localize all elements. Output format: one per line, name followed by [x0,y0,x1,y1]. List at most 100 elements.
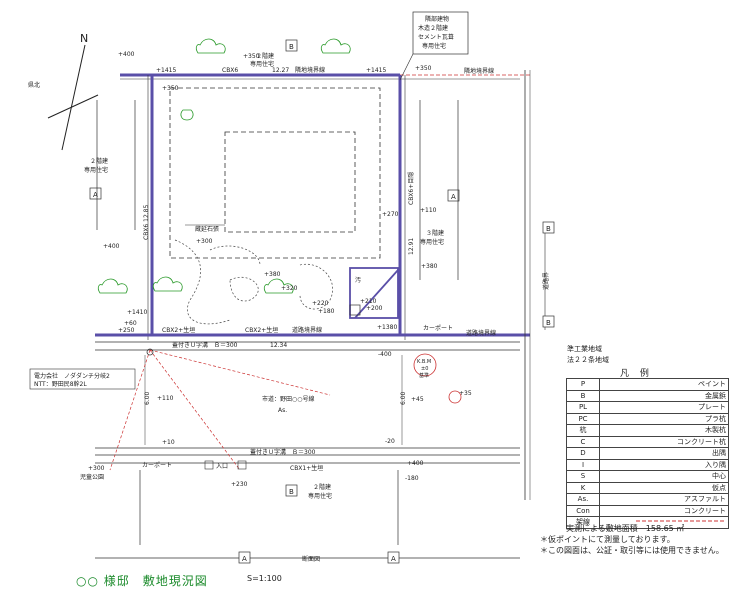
legend-symbol: S [566,470,600,483]
stairs-label: 蔵延石張 [195,225,219,233]
elev-12: +180 [318,308,335,315]
house-left-line2: 専用住宅 [84,166,108,174]
elev-2: +350 [243,53,260,60]
boundary-road-label: 道路境界線 [292,326,322,334]
legend-symbol: K [566,481,600,494]
right-section: B B 道路界 道路境界線 [466,70,555,500]
elev-13: +210 [360,298,377,305]
section-a-bottom: A [242,555,247,563]
kbm-line3: 基準 [419,372,429,379]
elev-20: +400 [103,243,120,250]
zoning-line2: 法２２条地域 [567,356,609,364]
elev-14: +200 [366,305,383,312]
road-as: As. [278,407,287,414]
drain2-label: 蓋付きＵ字溝 Ｂ＝300 [250,448,316,456]
carport-right-label: カーポート [423,324,453,332]
trees [97,38,351,294]
section-b-right-top: B [546,225,551,233]
elev-22: +10 [162,439,175,446]
cbx-top-label: CBX6 [222,67,238,74]
legend-description: アスファルト [599,493,729,506]
overhead-wires [109,349,331,471]
note-line2: ＊この図面は、公証・取引等には使用できません。 [540,546,724,555]
section-a-bottom2: A [391,555,396,563]
elev-7: +300 [196,238,213,245]
park-label: 児童公園 [80,473,104,481]
elev-21: +110 [157,395,174,402]
cbx-bottom-label: CBX1+生垣 [290,464,323,472]
carport-bottom-label: カーポート [142,461,172,469]
elev-6: +350 [162,85,179,92]
legend-description: 出隅 [599,447,729,460]
house-right: A ３階建 専用住宅 [419,100,460,280]
legend-row: 杭木製杭 [566,424,729,437]
elev-4: +1415 [366,67,386,74]
drawing-title: ○○ 様邸 敷地現況図 [76,574,208,588]
utility-pole: 電力会社 ノダダンチ分岐2 NTT：野田民8幹2L [29,348,154,390]
north-arrow: N 県北 [28,32,99,151]
section-b-right-bottom: B [546,319,551,327]
cbx-right-label: CBX6+目隠 [407,172,415,205]
elev-8: +380 [264,271,281,278]
section-b-top: B [289,43,294,51]
legend-description: コンクリート杭 [599,435,729,448]
cbx-label: CBX2+生垣 [245,326,278,334]
right-boundary: CBX6+目隠 12.91 [398,75,415,340]
legend-row: As.アスファルト [566,493,729,506]
dim-road-label: 12.34 [270,342,287,349]
house-bottom-line1: ２階建 [313,483,331,491]
elev-30: +110 [420,207,437,214]
road-boundary: CBX2+生垣 CBX2+生垣 道路境界線 蓋付きＵ字溝 Ｂ＝300 12.34… [95,324,530,351]
house-bottom-line2: 専用住宅 [308,492,332,500]
legend-symbol: 杭 [566,424,600,437]
elev-29: -180 [405,475,419,482]
legend-description: プラ杭 [599,412,729,425]
house-left-line1: ２階建 [90,157,108,165]
drain-label: 蓋付きＵ字溝 Ｂ＝300 [172,341,238,349]
elev-25: +300 [88,465,105,472]
legend-description: プレート [599,401,729,414]
elev-18: +250 [118,327,135,334]
notes: 実測による敷地面積 158.65 ㎡ ＊仮ポイントにて測量しております。 ＊この… [540,523,724,556]
elev-3: +1415 [156,67,176,74]
elev-1: +400 [118,51,135,58]
section-a-left: A [93,191,98,199]
shed-label: 汚 [355,276,361,284]
section-line: A A 断面図 [95,551,520,564]
house-bottom: B ２階建 専用住宅 児童公園 カーポート 入口 [80,460,399,545]
boundary-top-label: 隣地境界線 [295,66,325,74]
legend-description: 入り隅 [599,458,729,471]
dim-right-label: 12.91 [408,238,415,255]
elev-27: +35 [459,390,472,397]
elev-28: -400 [378,351,392,358]
neighbor-line3: セメント瓦葺 [418,33,454,41]
neighbor-line1: 隣部建物 [425,15,449,23]
house-top-line2: 専用住宅 [250,60,274,68]
elev-9: +320 [281,285,298,292]
legend-symbol: D [566,447,600,460]
neighbor-line4: 専用住宅 [422,42,446,50]
boundary-right-label: 道路境界線 [466,329,496,337]
note-line1: ＊仮ポイントにて測量しております。 [540,535,675,544]
legend-symbol: P [566,378,600,391]
kbm-line2: ±0 [421,366,428,372]
neighbor-building-box: 隣部建物 木造２階建 セメント瓦葺 専用住宅 [399,11,469,81]
house-right-line1: ３階建 [426,229,444,237]
north-label: N [80,32,88,45]
legend-symbol: B [566,389,600,402]
right-shed: 汚 [349,267,399,319]
elevation-points: +400 +350 +1415 +1415 +350 +350 +300 +38… [88,51,472,488]
left-boundary: CBX6 12.85 [143,75,154,340]
legend-symbol: I [566,458,600,471]
garden-outline [174,239,333,325]
elev-11: +220 [312,300,329,307]
